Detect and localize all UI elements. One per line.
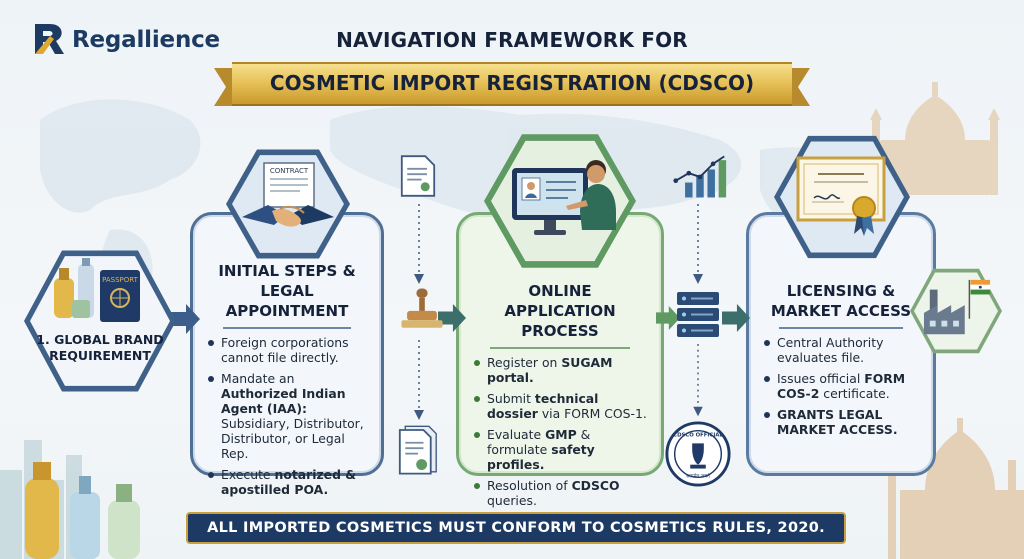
dotted-connector-top [414, 204, 424, 284]
approved-document-icon [398, 425, 437, 475]
brand-name: Regallience [72, 27, 220, 53]
step2-bullet-2: Mandate an Authorized Indian Agent (IAA)… [207, 371, 367, 461]
step2-title-line2: LEGAL APPOINTMENT [225, 282, 349, 320]
flow-arrow-1 [170, 304, 200, 334]
regallience-logo-icon [35, 24, 64, 54]
step2-bullets: Foreign corporations cannot file directl… [207, 335, 367, 497]
document-icon [400, 155, 436, 197]
step2-bullet-1: Foreign corporations cannot file directl… [207, 335, 367, 365]
seal-text-top: CDSCO OFFICIAL [673, 433, 723, 439]
contract-label: CONTRACT [270, 167, 309, 175]
step3-title-line2: PROCESS [521, 322, 599, 340]
server-icon [677, 292, 719, 337]
step4-title-line2: MARKET ACCESS [770, 302, 912, 320]
step3-bullets: Register on SUGAM portal. Submit technic… [473, 355, 647, 508]
passport-label: PASSPORT [102, 276, 139, 284]
factory-india-flag-icon [923, 279, 991, 335]
brand-logo: Regallience [32, 22, 220, 58]
dotted-connector-bottom [414, 340, 424, 420]
title-line-2: COSMETIC IMPORT REGISTRATION (CDSCO) [269, 71, 755, 95]
footer-text: ALL IMPORTED COSMETICS MUST CONFORM TO C… [207, 520, 825, 536]
step4-bullet-2: Issues official FORM COS-2 certificate. [763, 371, 919, 401]
step2-title-line1: INITIAL STEPS & [218, 262, 356, 280]
title-banner: COSMETIC IMPORT REGISTRATION (CDSCO) [214, 62, 810, 106]
footer-banner: ALL IMPORTED COSMETICS MUST CONFORM TO C… [186, 512, 846, 544]
growth-chart-icon [673, 155, 727, 198]
step3-bullet-4: Resolution of CDSCO queries. [473, 478, 647, 508]
step3-bullet-2: Submit technical dossier via FORM COS-1. [473, 391, 647, 421]
step2-bullet-3: Execute notarized & apostilled POA. [207, 467, 367, 497]
step4-title-line1: LICENSING & [786, 282, 896, 300]
step4-bullets: Central Authority evaluates file. Issues… [763, 335, 919, 437]
flow-arrow-2 [438, 304, 466, 332]
step4-bullet-3: GRANTS LEGAL MARKET ACCESS. [763, 407, 919, 437]
dotted-connector-bottom-2 [693, 344, 703, 417]
flow-arrow-3b [656, 306, 680, 330]
step1-label: 1. GLOBAL BRAND REQUIREMENT [36, 332, 164, 363]
flow-arrow-3 [722, 304, 750, 332]
step3-bullet-3: Evaluate GMP & formulate safety profiles… [473, 427, 647, 472]
step3-card: ONLINE APPLICATION PROCESS Register on S… [456, 212, 664, 508]
title-line-1: NAVIGATION FRAMEWORK FOR [336, 28, 688, 52]
step3-title-line1: ONLINE APPLICATION [504, 282, 616, 320]
dotted-connector-top-2 [693, 204, 703, 284]
seal-text-bottom: सत्यमेव जयते [686, 472, 710, 479]
computer-user-icon [512, 160, 616, 235]
stamp-icon [401, 288, 443, 328]
step4-bullet-1: Central Authority evaluates file. [763, 335, 919, 365]
certificate-icon [796, 156, 886, 236]
step3-bullet-1: Register on SUGAM portal. [473, 355, 647, 385]
cdsco-seal-icon: CDSCO OFFICIAL सत्यमेव जयते [665, 421, 731, 487]
contract-handshake-icon: CONTRACT [242, 162, 334, 227]
cosmetics-passport-icon: PASSPORT [54, 258, 140, 322]
